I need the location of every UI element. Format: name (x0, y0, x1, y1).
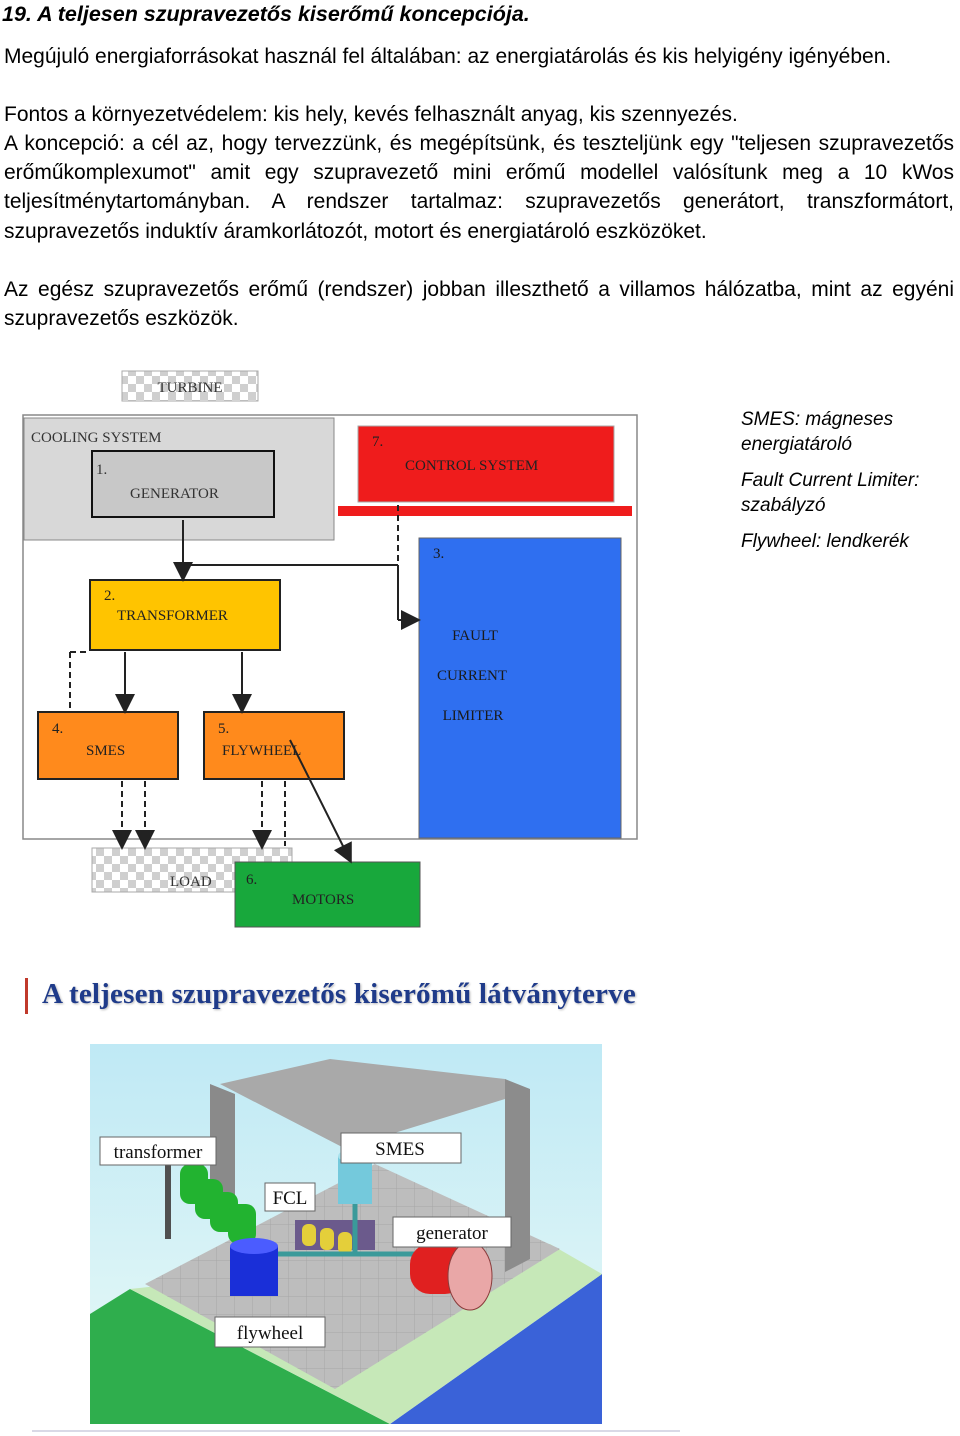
control-system-label: CONTROL SYSTEM (405, 458, 538, 474)
motors-box (234, 861, 421, 928)
subheading-accent-bar (25, 978, 28, 1014)
plant-rendering: transformer SMES FCL generator flywheel (90, 1044, 602, 1424)
control-system-underline (338, 506, 632, 516)
transformer-label: TRANSFORMER (117, 608, 228, 624)
fcl-line3: LIMITER (443, 708, 504, 724)
callout-smes-box (340, 1132, 462, 1164)
diagram-connectors (69, 505, 421, 864)
render-shafts (260, 1204, 420, 1257)
transformer-number: 2. (104, 588, 115, 604)
turbine-box (121, 370, 259, 402)
paragraph-environment: Fontos a környezetvédelem: kis hely, kev… (4, 103, 738, 126)
render-transformer (165, 1154, 256, 1244)
render-back-wall (220, 1059, 505, 1164)
system-block-diagram: TURBINE COOLING SYSTEM 1. GENERATOR 7. C… (22, 370, 638, 928)
generator-box (91, 450, 275, 518)
callout-fcl-box (264, 1182, 316, 1212)
control-system-number: 7. (372, 434, 383, 450)
fcl-number: 3. (433, 546, 444, 562)
callout-flywheel-box (214, 1316, 326, 1348)
callout-transformer-box (99, 1136, 217, 1166)
render-grass (90, 1289, 390, 1424)
smes-label: SMES (86, 743, 125, 759)
subheading: A teljesen szupravezetős kiserőmű látván… (42, 978, 636, 1010)
render-fcl (295, 1220, 375, 1254)
motors-number: 6. (246, 872, 257, 888)
smes-number: 4. (52, 721, 63, 737)
fcl-line2: CURRENT (437, 668, 507, 684)
cooling-system-label: COOLING SYSTEM (31, 430, 161, 446)
callout-fcl: FCL (273, 1188, 308, 1209)
render-generator (410, 1241, 493, 1311)
legend-fcl: Fault Current Limiter: szabályzó (741, 470, 920, 516)
generator-label: GENERATOR (130, 486, 219, 502)
callout-generator-box (392, 1216, 512, 1248)
flywheel-number: 5. (218, 721, 229, 737)
callout-flywheel: flywheel (237, 1323, 303, 1344)
transformer-box (89, 579, 281, 651)
paragraph-grid: Az egész szupravezetős erőmű (rendszer) … (4, 278, 954, 331)
flywheel-box (203, 711, 345, 780)
control-system-box (357, 425, 615, 503)
fcl-box (418, 537, 622, 839)
generator-number: 1. (96, 462, 107, 478)
legend-flywheel: Flywheel: lendkerék (741, 531, 909, 552)
flywheel-label: FLYWHEEL (222, 743, 301, 759)
render-flywheel (230, 1238, 278, 1296)
fcl-line1: FAULT (452, 628, 498, 644)
page-heading: 19. A teljesen szupravezetős kiserőmű ko… (2, 2, 530, 26)
legend-smes: SMES: mágneses energiatároló (741, 409, 894, 455)
load-label: LOAD (170, 874, 212, 890)
turbine-label: TURBINE (158, 380, 223, 396)
smes-box (37, 711, 179, 780)
paragraph-concept: A koncepció: a cél az, hogy tervezzünk, … (4, 132, 954, 243)
callout-smes: SMES (375, 1139, 425, 1160)
callout-transformer: transformer (114, 1142, 203, 1163)
callout-generator: generator (416, 1223, 488, 1244)
bottom-rule (32, 1430, 680, 1432)
paragraph-renewable: Megújuló energiaforrásokat használ fel á… (4, 45, 892, 68)
motors-label: MOTORS (292, 892, 354, 908)
